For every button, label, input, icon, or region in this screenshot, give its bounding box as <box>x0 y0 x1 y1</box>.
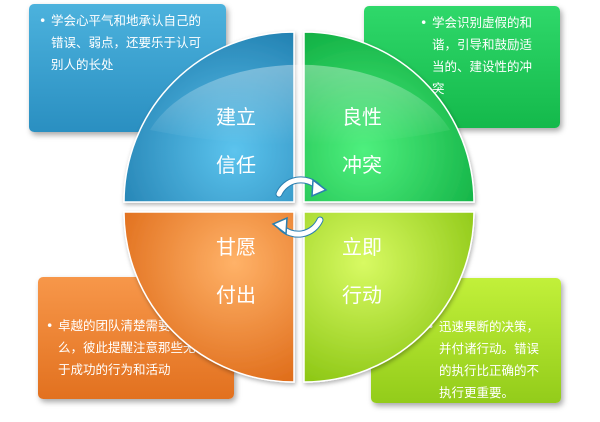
description-text-trust: 学会心平气和地承认自己的错误、弱点，还要乐于认可别人的长处 <box>39 10 202 76</box>
label-willing: 甘愿 <box>216 235 256 259</box>
label-commit: 付出 <box>216 283 256 307</box>
quadrant-bottom-right <box>303 211 475 383</box>
description-text-action: 迅速果断的决策，并付诸行动。错误的执行比正确的不执行更重要。 <box>427 316 543 404</box>
label-conflict: 冲突 <box>342 153 382 177</box>
label-action: 行动 <box>342 283 382 307</box>
label-trust: 信任 <box>216 153 256 177</box>
quadrant-bottom-left <box>123 211 295 383</box>
cycle-arrows-icon <box>271 176 328 238</box>
gloss-highlight <box>150 64 450 145</box>
label-immediate: 立即 <box>342 235 382 259</box>
description-text-commitment: 卓越的团队清楚需要做什么，彼此提醒注意那些无助于成功的行为和活动 <box>46 315 216 381</box>
description-text-conflict: 学会识别虚假的和谐，引导和鼓励适当的、建设性的冲突 <box>420 12 542 100</box>
label-build: 建立 <box>216 105 256 129</box>
label-healthy: 良性 <box>342 105 382 129</box>
